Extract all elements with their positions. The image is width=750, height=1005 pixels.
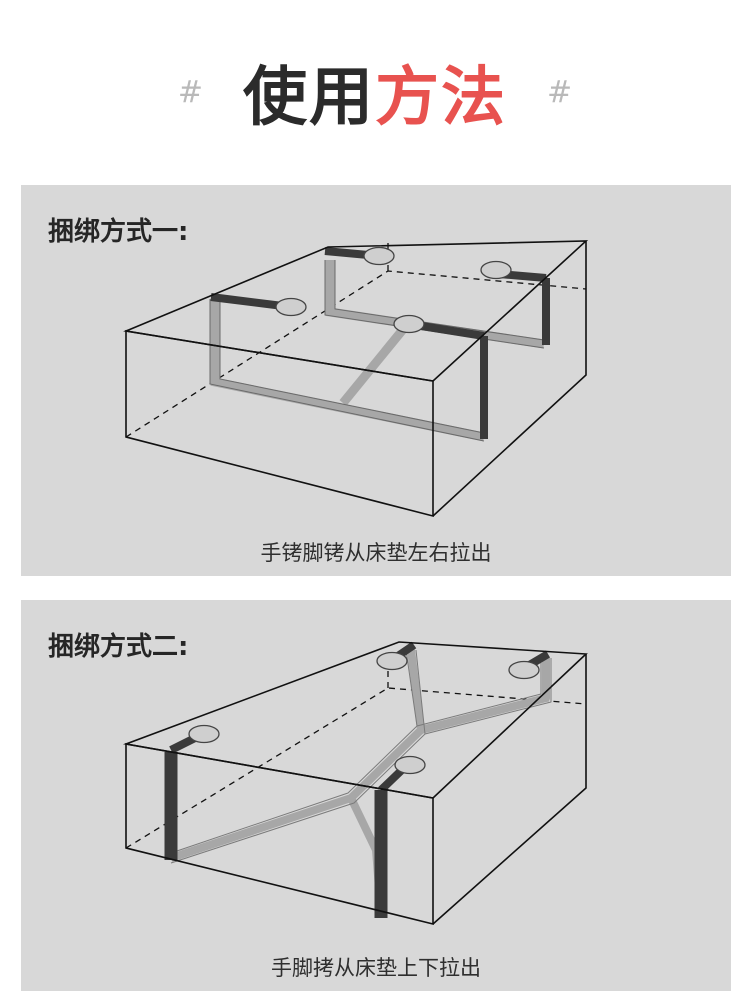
method-two-panel: 捆绑方式二: (21, 600, 731, 991)
page-title-part1: 使用 (243, 61, 375, 135)
method-one-diagram (123, 239, 589, 518)
page-title-part2: 方法 (375, 61, 507, 135)
page-header: # 使用方法 # (0, 42, 750, 142)
method-two-title: 捆绑方式二: (48, 632, 189, 662)
page-title: 使用方法 (243, 46, 507, 138)
hash-right-mark: # (547, 74, 573, 110)
method-two-caption: 手脚拷从床垫上下拉出 (271, 956, 481, 980)
method-two-diagram (122, 641, 588, 926)
method-one-caption: 手铐脚铐从床垫左右拉出 (260, 541, 492, 565)
hash-left-mark: # (177, 74, 203, 110)
method-one-title: 捆绑方式一: (48, 217, 189, 247)
method-one-panel: 捆绑方式一: (21, 185, 731, 576)
